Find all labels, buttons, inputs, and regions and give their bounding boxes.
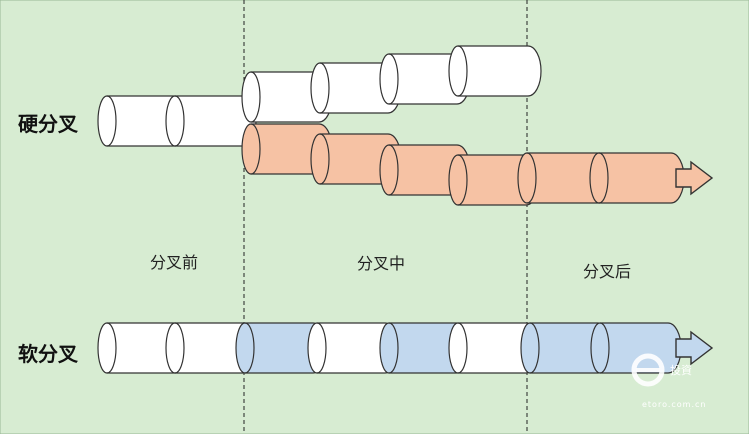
hard-fork-lower-block-3-rim [388,144,399,196]
soft-fork-arrow [675,330,714,366]
phase-during-label: 分叉中 [357,254,406,273]
hard-fork-lower-block-5-rim [526,152,537,204]
hard-fork-upper-block-4-rim [457,45,468,97]
phase-after-label: 分叉后 [583,262,632,281]
soft-fork-block-8-rim [599,322,610,374]
hard-fork-block-2-rim [174,95,185,147]
hard-fork-lower-block-4-rim [457,154,468,206]
hard-fork-lower-block-6 [589,152,685,204]
hard-fork-block-1-rim [106,95,117,147]
hard-fork-label: 硬分叉 [18,112,78,136]
watermark-logo-ring [631,353,665,387]
soft-fork-block-7-rim [529,322,540,374]
hard-fork-upper-block-3-rim [388,53,399,105]
hard-fork-lower-block-1-rim [250,123,261,175]
hard-fork-lower-block-6-rim [598,152,609,204]
soft-fork-block-3-rim [244,322,255,374]
watermark-url: etoro.com.cn [642,400,707,409]
hard-fork-upper-block-4 [448,45,542,97]
soft-fork-label: 软分叉 [18,342,78,366]
hard-fork-arrow [675,160,714,196]
hard-fork-upper-block-2-rim [319,62,330,114]
hard-fork-lower-block-2-rim [319,133,330,185]
soft-fork-block-1-rim [106,322,117,374]
watermark-brand: 投資 [670,364,692,377]
soft-fork-block-6-rim [457,322,468,374]
hard-fork-upper-block-1-rim [250,71,261,123]
soft-fork-block-2-rim [174,322,185,374]
soft-fork-block-4-rim [316,322,327,374]
soft-fork-block-5-rim [388,322,399,374]
phase-before-label: 分叉前 [150,253,199,272]
